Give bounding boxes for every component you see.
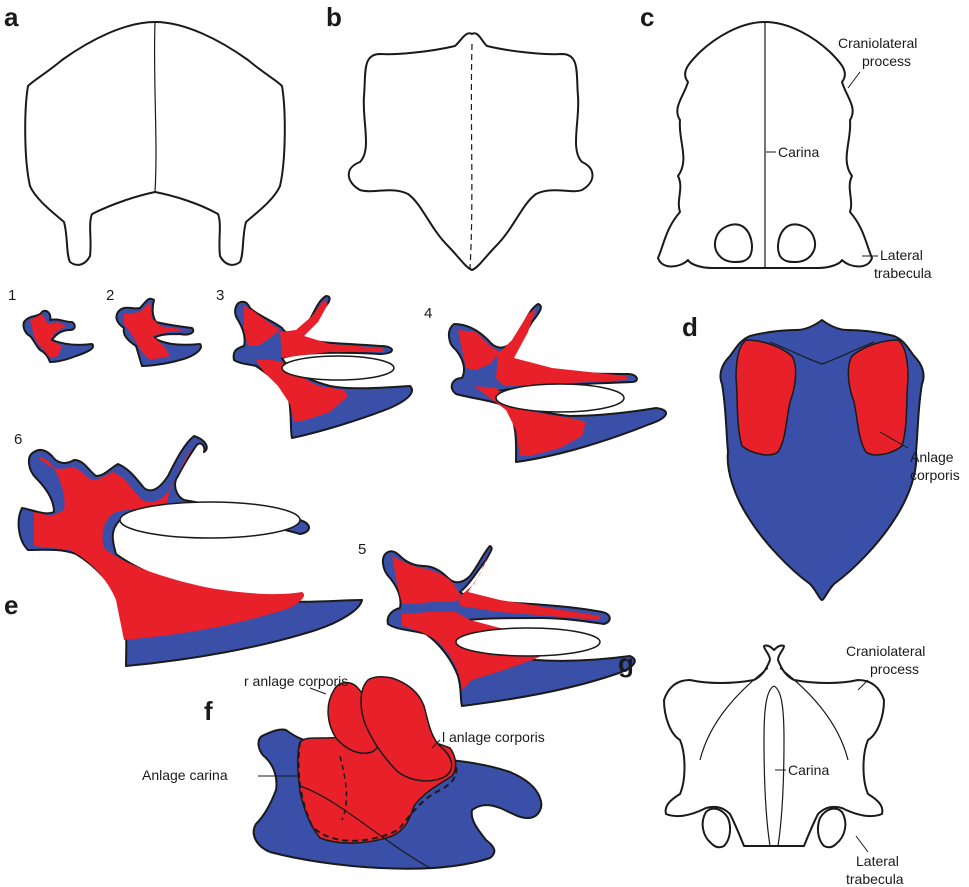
leader-lateral-g — [856, 836, 868, 852]
label-l-anlage-f: l anlage corporis — [442, 729, 545, 745]
panel-label-a: a — [4, 2, 19, 32]
stage-3-gap — [282, 356, 394, 380]
stage-4-red-b — [496, 308, 628, 386]
stage-5-gap — [456, 628, 600, 656]
panel-label-e: e — [4, 590, 18, 620]
label-anlage-d-1: Anlage — [910, 449, 954, 465]
stage-num-3: 3 — [216, 287, 224, 304]
label-lateral-c-2: trabecula — [874, 265, 932, 281]
panel-a: a — [4, 2, 285, 265]
stage-4-gap — [496, 384, 624, 412]
label-craniolateral-g-1: Craniolateral — [846, 643, 925, 659]
foramen-left-c — [715, 225, 752, 263]
panel-c: c Craniolateral process Carina Lateral t… — [640, 2, 932, 281]
stage-num-5: 5 — [358, 541, 366, 558]
stage-num-6: 6 — [14, 431, 22, 448]
panel-label-f: f — [204, 696, 213, 726]
label-anlage-d-2: corporis — [910, 467, 960, 483]
stage-num-4: 4 — [424, 305, 432, 322]
panel-g: g Craniolateral process Carina Lateral t… — [618, 643, 925, 887]
label-anlage-carina-f: Anlage carina — [142, 767, 228, 783]
panel-b: b — [326, 2, 593, 270]
stage-4: 4 — [424, 304, 666, 462]
panel-label-c: c — [640, 2, 654, 32]
label-lateral-g-2: trabecula — [846, 871, 904, 887]
stage-3-red-b — [280, 300, 384, 358]
stage-5-red-a — [392, 556, 460, 604]
label-craniolateral-g-2: process — [870, 661, 919, 677]
panel-d: d Anlage corporis — [682, 312, 960, 600]
foramen-right-g — [818, 809, 845, 848]
leader-craniolateral-c — [848, 72, 860, 88]
label-craniolateral-c-2: process — [862, 53, 911, 69]
foramen-left-g — [703, 809, 730, 848]
label-carina-c: Carina — [778, 144, 819, 160]
panel-label-b: b — [326, 2, 342, 32]
foramen-right-c — [778, 225, 815, 263]
label-r-anlage-f: r anlage corporis — [244, 673, 348, 689]
stage-num-2: 2 — [106, 287, 114, 304]
panel-label-g: g — [618, 648, 634, 678]
label-lateral-c-1: Lateral — [880, 247, 923, 263]
stage-6: 6 — [14, 431, 362, 666]
stage-1: 1 — [8, 287, 93, 362]
label-lateral-g-1: Lateral — [856, 853, 899, 869]
sternum-outline-b — [349, 33, 593, 270]
sternum-outline-g — [664, 645, 884, 846]
stage-3: 3 — [216, 287, 412, 438]
stage-2: 2 — [106, 287, 201, 366]
stage-num-1: 1 — [8, 287, 16, 304]
panel-label-d: d — [682, 312, 698, 342]
label-carina-g: Carina — [788, 762, 829, 778]
stage-6-gap — [120, 502, 300, 538]
label-craniolateral-c-1: Craniolateral — [838, 35, 917, 51]
